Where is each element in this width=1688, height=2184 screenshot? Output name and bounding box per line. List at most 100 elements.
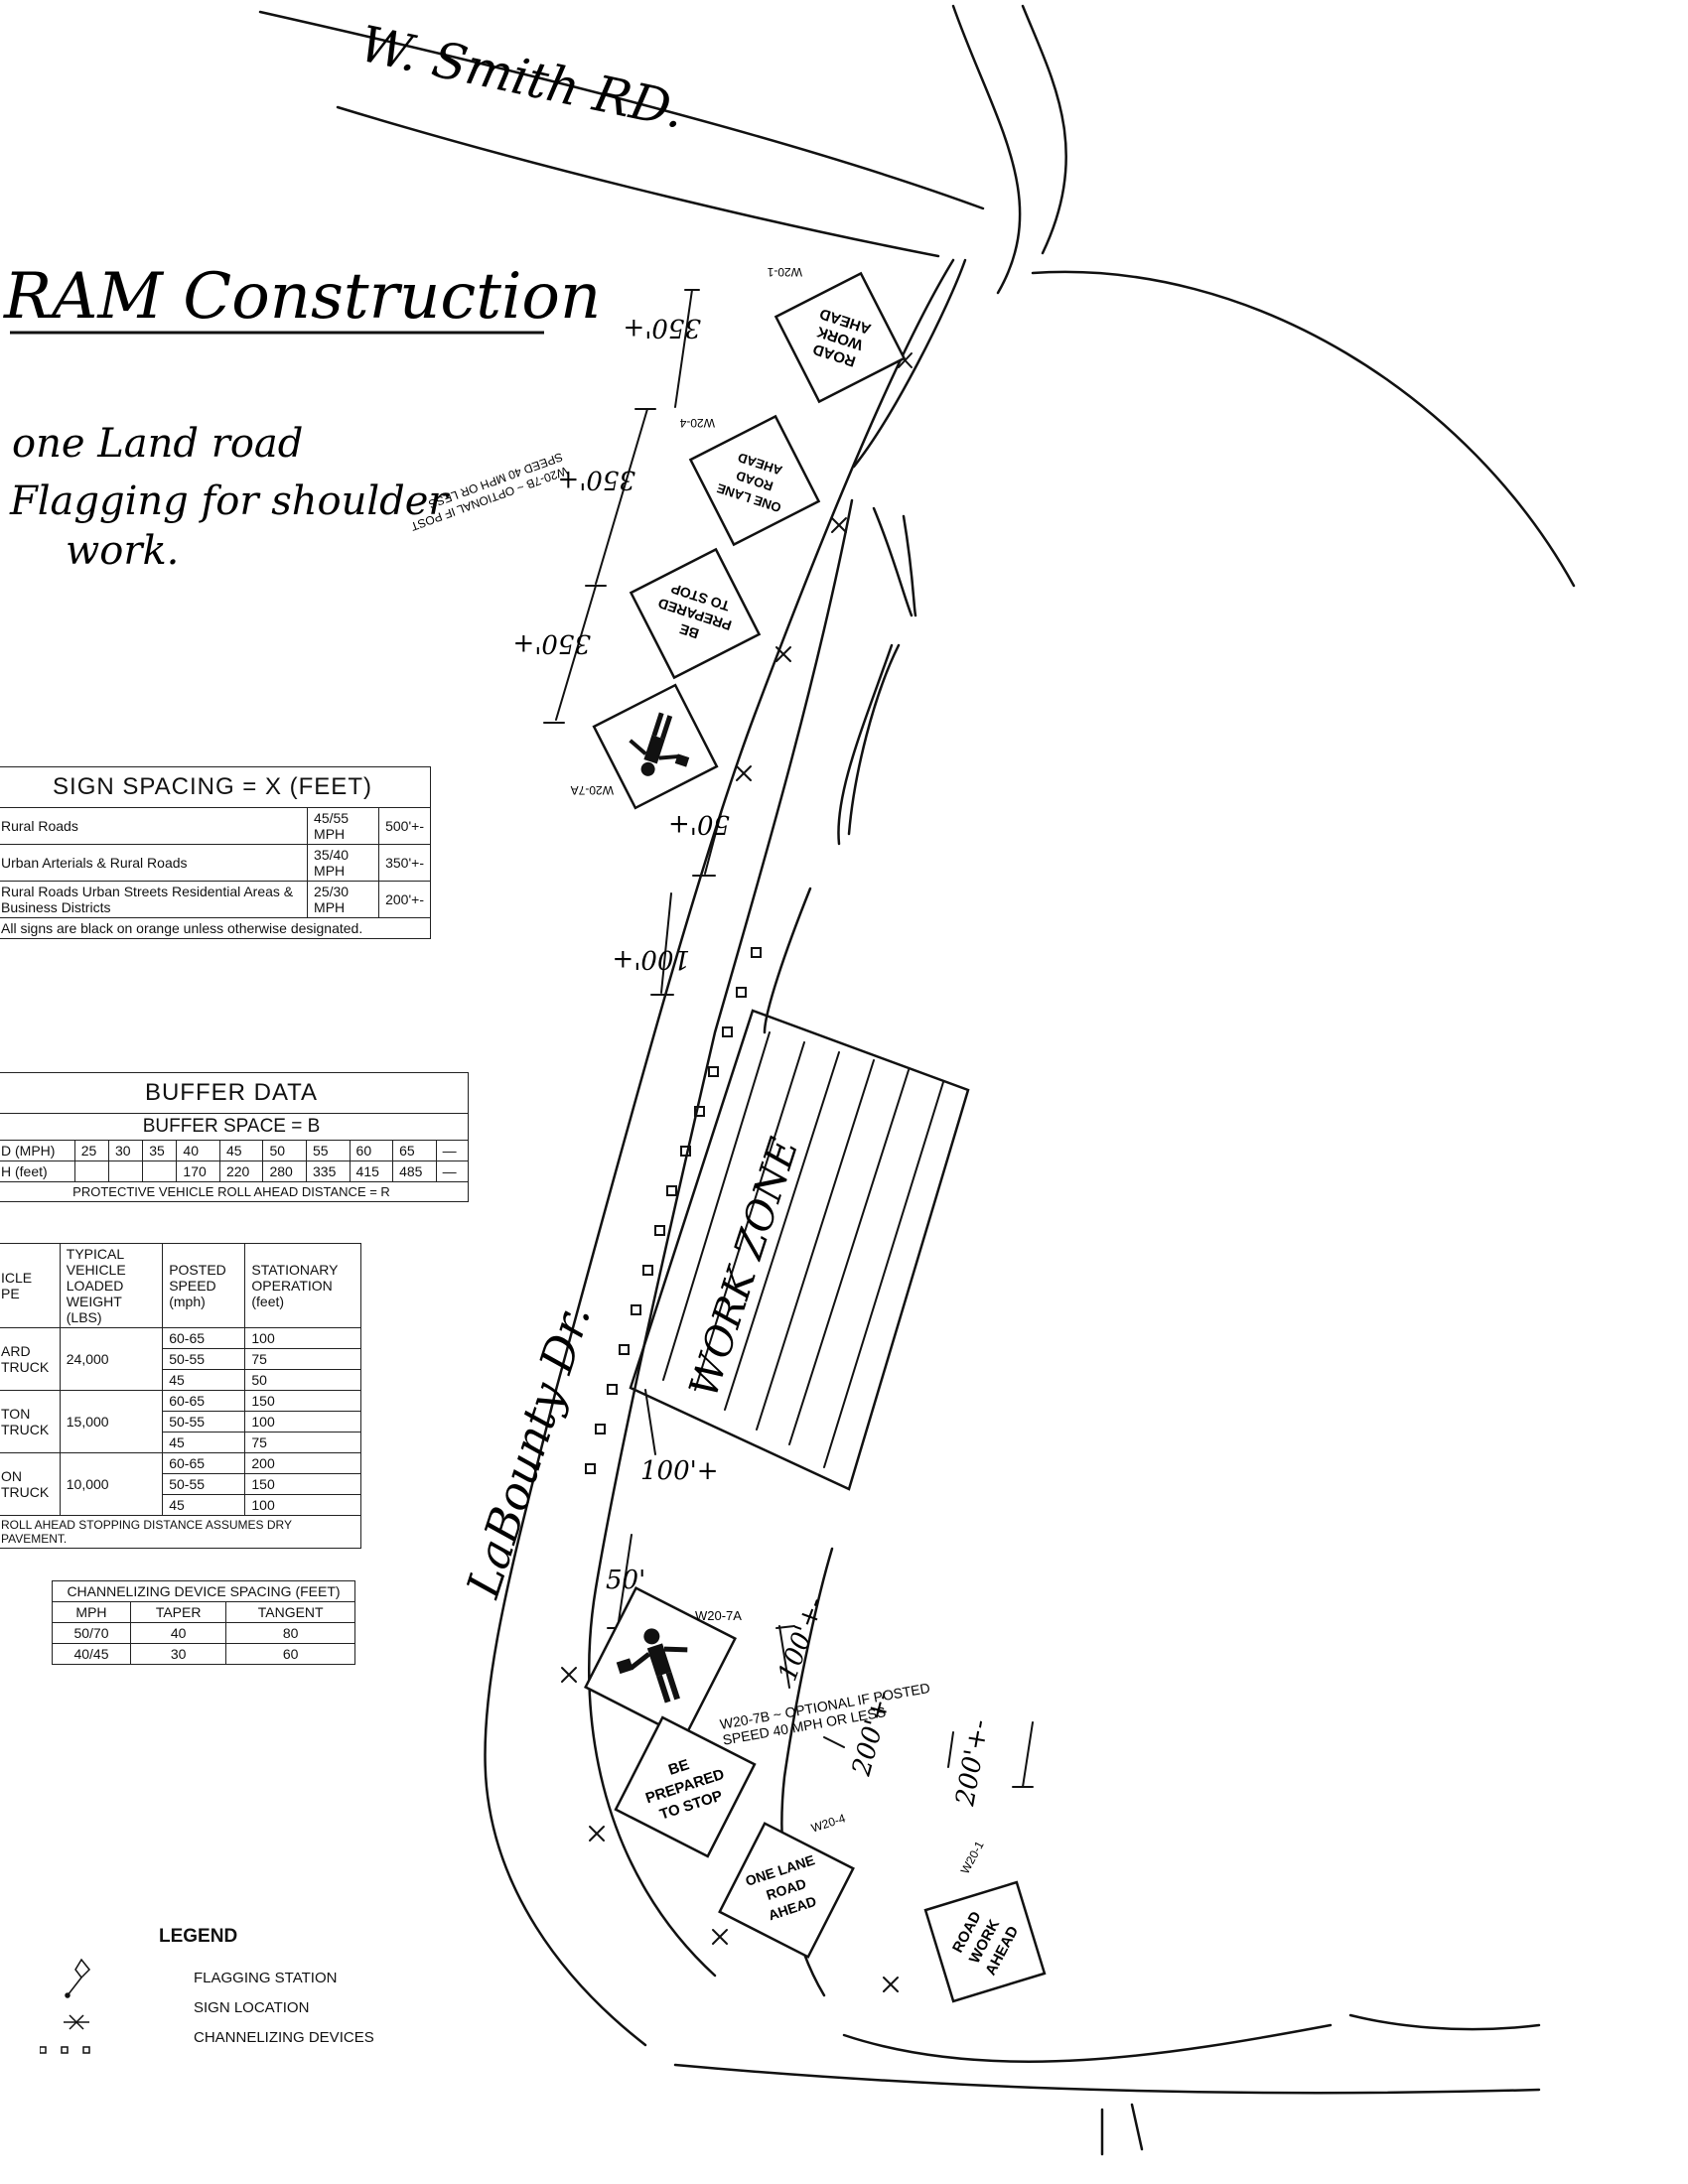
east-shoulder-1 bbox=[852, 258, 967, 469]
distance-50-a: 50'+ bbox=[668, 809, 730, 839]
channelizing-title: CHANNELIZING DEVICE SPACING (FEET) bbox=[52, 1580, 355, 1602]
vehicle-type: ARD TRUCK bbox=[0, 1327, 61, 1391]
distance-350-a: 350'+ bbox=[623, 313, 701, 342]
svg-text:BE: BE bbox=[666, 1756, 691, 1779]
work-zone-hatching bbox=[662, 1031, 944, 1468]
roll-ahead-table: ICLE PE TYPICAL VEHICLE LOADED WEIGHT (L… bbox=[0, 1243, 361, 1549]
table-row: D (MPH) 25 30 35 40 45 50 55 60 65 — bbox=[0, 1140, 470, 1161]
column-header: TANGENT bbox=[225, 1601, 355, 1623]
sign-road-work-ahead-top: ROAD WORK AHEAD bbox=[774, 271, 907, 404]
east-curve-2 bbox=[847, 643, 901, 836]
length-cell bbox=[142, 1160, 178, 1182]
speed-cell: 25 bbox=[73, 1140, 109, 1161]
vehicle-type: ON TRUCK bbox=[0, 1452, 61, 1516]
posted-speed: 45 bbox=[162, 1494, 246, 1516]
speed-cell: 40 bbox=[176, 1140, 220, 1161]
tangent-cell: 80 bbox=[225, 1622, 355, 1644]
speed-cell: 35 bbox=[142, 1140, 178, 1161]
posted-speed: 60-65 bbox=[162, 1452, 246, 1474]
distance-350-c: 350'+ bbox=[512, 628, 591, 658]
sign-spacing-speed: 25/30 MPH bbox=[307, 881, 380, 918]
table-row: Rural Roads 45/55 MPH 500'+- bbox=[0, 807, 431, 845]
legend-symbols bbox=[40, 1958, 91, 2054]
vehicle-weight: 15,000 bbox=[59, 1390, 164, 1453]
stationary-distance: 150 bbox=[244, 1390, 361, 1412]
column-header: TAPER bbox=[129, 1601, 227, 1623]
table-row: Rural Roads Urban Streets Residential Ar… bbox=[0, 881, 431, 918]
bottom-road-north-edge-2 bbox=[1348, 2013, 1541, 2031]
taper-cell: 40 bbox=[129, 1622, 227, 1644]
stationary-distance: 100 bbox=[244, 1494, 361, 1516]
stationary-distance: 100 bbox=[244, 1411, 361, 1433]
speed-label: D (MPH) bbox=[0, 1140, 75, 1161]
labounty-west-edge bbox=[484, 258, 955, 2047]
column-header: POSTED SPEED (mph) bbox=[162, 1243, 246, 1328]
taper-cell: 30 bbox=[129, 1643, 227, 1665]
sign-be-prepared-top: BE PREPARED TO STOP bbox=[629, 547, 762, 680]
channelizing-device-icon bbox=[40, 2046, 90, 2054]
posted-speed: 60-65 bbox=[162, 1327, 246, 1349]
legend: LEGEND FLAGGING STATION SIGN LOCATION CH… bbox=[40, 1926, 457, 2085]
distance-100-a: 100'+ bbox=[612, 944, 690, 974]
note-line-3: work. bbox=[66, 528, 179, 574]
svg-text:BE: BE bbox=[677, 620, 700, 641]
length-cell bbox=[107, 1160, 144, 1182]
sign-spacing-title: SIGN SPACING = X (FEET) bbox=[0, 766, 431, 808]
legend-title: LEGEND bbox=[159, 1926, 238, 1947]
bottom-road-stub bbox=[1130, 2103, 1144, 2151]
bottom-road-north-edge bbox=[842, 2023, 1333, 2063]
east-shoulder-2 bbox=[872, 506, 914, 617]
code-w20-1-top: W20-1 bbox=[767, 265, 802, 279]
legend-item-flagging: FLAGGING STATION bbox=[194, 1970, 338, 1986]
buffer-space-title: BUFFER SPACE = B bbox=[0, 1113, 469, 1141]
vehicle-weight: 10,000 bbox=[59, 1452, 164, 1516]
flagging-station-icon bbox=[65, 1958, 91, 1998]
distance-50-b: 50' bbox=[606, 1566, 645, 1595]
channelizing-table: CHANNELIZING DEVICE SPACING (FEET) MPH T… bbox=[52, 1580, 355, 1665]
road-edge-upper-right bbox=[1021, 4, 1067, 255]
code-w20-4-bottom: W20-4 bbox=[809, 1811, 847, 1835]
posted-speed: 45 bbox=[162, 1369, 246, 1391]
note-line-1: one Land road bbox=[12, 421, 303, 467]
channelizing-devices bbox=[585, 947, 762, 1474]
sign-road-work-ahead-bottom: ROAD WORK AHEAD bbox=[923, 1880, 1047, 2003]
note-line-2: Flagging for shoulder bbox=[9, 478, 450, 524]
sign-flagger-top bbox=[592, 683, 719, 810]
east-shoulder-3 bbox=[902, 514, 917, 617]
length-cell: 415 bbox=[349, 1160, 394, 1182]
flagger-figure-icon bbox=[629, 712, 690, 776]
sign-flagger-bottom bbox=[583, 1585, 738, 1740]
length-cell: 170 bbox=[176, 1160, 220, 1182]
sign-spacing-area: Rural Roads Urban Streets Residential Ar… bbox=[0, 881, 309, 918]
speed-cell: 30 bbox=[107, 1140, 144, 1161]
code-w20-4-top: W20-4 bbox=[679, 416, 715, 430]
length-cell bbox=[73, 1160, 109, 1182]
code-w20-7a-bottom: W20-7A bbox=[695, 1608, 742, 1623]
table-row: H (feet) 170 220 280 335 415 485 — bbox=[0, 1160, 470, 1182]
buffer-data-table: BUFFER DATA BUFFER SPACE = B D (MPH) 25 … bbox=[0, 1072, 470, 1202]
smith-road-edge-south bbox=[336, 105, 940, 258]
work-zone-outline bbox=[629, 1009, 970, 1491]
street-label-labounty: LaBounty Dr. bbox=[456, 1297, 601, 1604]
speed-cell: 50 bbox=[262, 1140, 307, 1161]
length-cell: — bbox=[435, 1160, 470, 1182]
street-label-smith: W. Smith RD. bbox=[355, 15, 690, 140]
length-cell: 220 bbox=[218, 1160, 264, 1182]
distance-350-b: 350'+ bbox=[557, 465, 635, 494]
stationary-distance: 150 bbox=[244, 1473, 361, 1495]
table-row: 40/45 30 60 bbox=[52, 1643, 355, 1665]
sign-one-lane-road-ahead-top: ONE LANE ROAD AHEAD bbox=[688, 414, 821, 547]
stationary-distance: 75 bbox=[244, 1432, 361, 1453]
sign-spacing-footnote: All signs are black on orange unless oth… bbox=[0, 917, 431, 939]
posted-speed: 60-65 bbox=[162, 1390, 246, 1412]
road-edge-east-north bbox=[951, 4, 1022, 295]
dimension-marks bbox=[543, 289, 1034, 1788]
length-cell: 485 bbox=[392, 1160, 437, 1182]
column-header: TYPICAL VEHICLE LOADED WEIGHT (LBS) bbox=[59, 1243, 164, 1328]
length-cell: 280 bbox=[262, 1160, 307, 1182]
